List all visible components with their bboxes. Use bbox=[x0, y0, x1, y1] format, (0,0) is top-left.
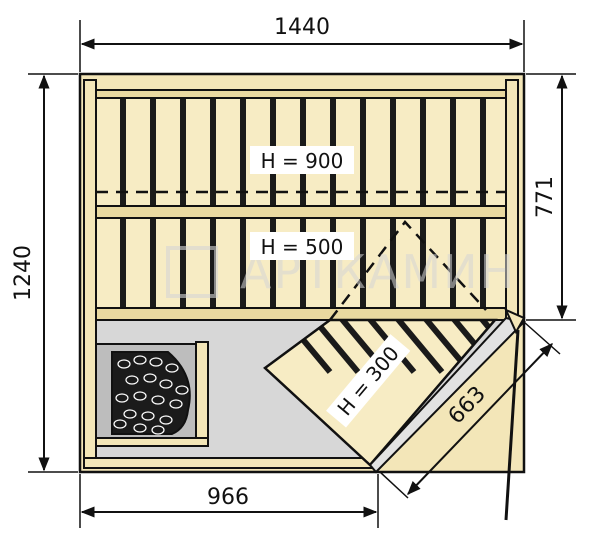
bench-slat bbox=[210, 98, 216, 308]
rail-top bbox=[95, 89, 507, 99]
heater-stone bbox=[143, 373, 157, 383]
dim-height-total: 1240 bbox=[11, 245, 36, 301]
heater-stone bbox=[133, 355, 147, 365]
door-hinge bbox=[504, 308, 526, 335]
heater-stone bbox=[165, 363, 179, 373]
bottom-wall-inner bbox=[83, 457, 375, 469]
heater-stone bbox=[115, 393, 129, 403]
heater-stone bbox=[113, 419, 127, 429]
heater-stone bbox=[125, 375, 139, 385]
label-bg-corner bbox=[326, 334, 411, 428]
heater-stone bbox=[117, 359, 131, 369]
bench-slat bbox=[180, 98, 186, 308]
dim-bottom: 966 bbox=[207, 485, 249, 510]
bench-slat bbox=[300, 98, 306, 308]
heater-stone bbox=[151, 425, 165, 435]
bench-height-upper: H = 900 bbox=[261, 149, 344, 173]
dim-width-total: 1440 bbox=[274, 15, 330, 40]
bench-slat bbox=[450, 98, 456, 308]
bench-slat bbox=[360, 98, 366, 308]
heater-stone bbox=[133, 391, 147, 401]
heater-stone bbox=[151, 395, 165, 405]
heater-stone bbox=[159, 379, 173, 389]
bench-slat bbox=[390, 98, 396, 308]
heater-stone bbox=[159, 415, 173, 425]
bench-slat bbox=[270, 98, 276, 308]
bench-slat bbox=[240, 98, 246, 308]
heater-stone bbox=[149, 357, 163, 367]
bench-slat bbox=[480, 98, 486, 308]
bench-slats bbox=[120, 98, 486, 308]
heater-stone bbox=[169, 399, 183, 409]
bench-slat bbox=[120, 98, 126, 308]
dim-right-side: 771 bbox=[533, 176, 558, 218]
heater-stones-pattern bbox=[113, 355, 189, 435]
sauna-heater bbox=[95, 341, 209, 447]
rail-bottom bbox=[95, 307, 507, 321]
bench-slat bbox=[150, 98, 156, 308]
label-bg-upper bbox=[250, 146, 354, 174]
heater-stone bbox=[133, 423, 147, 433]
heater-stones bbox=[111, 351, 191, 435]
dim-line-diagonal bbox=[407, 342, 553, 496]
bench-height-middle: H = 500 bbox=[261, 235, 344, 259]
lower-bench-dashed-outline bbox=[329, 220, 487, 321]
rail-mid bbox=[95, 205, 507, 219]
label-bg-middle bbox=[250, 232, 354, 260]
left-wall-inner bbox=[83, 79, 97, 469]
corner-bench-slat bbox=[351, 320, 417, 374]
corner-bench-slat bbox=[295, 320, 361, 374]
heater-stone bbox=[141, 411, 155, 421]
watermark-logo bbox=[166, 246, 218, 298]
heater-stone bbox=[175, 385, 189, 395]
bench-slat bbox=[330, 98, 336, 308]
heater-stone bbox=[123, 409, 137, 419]
bench-slat bbox=[420, 98, 426, 308]
